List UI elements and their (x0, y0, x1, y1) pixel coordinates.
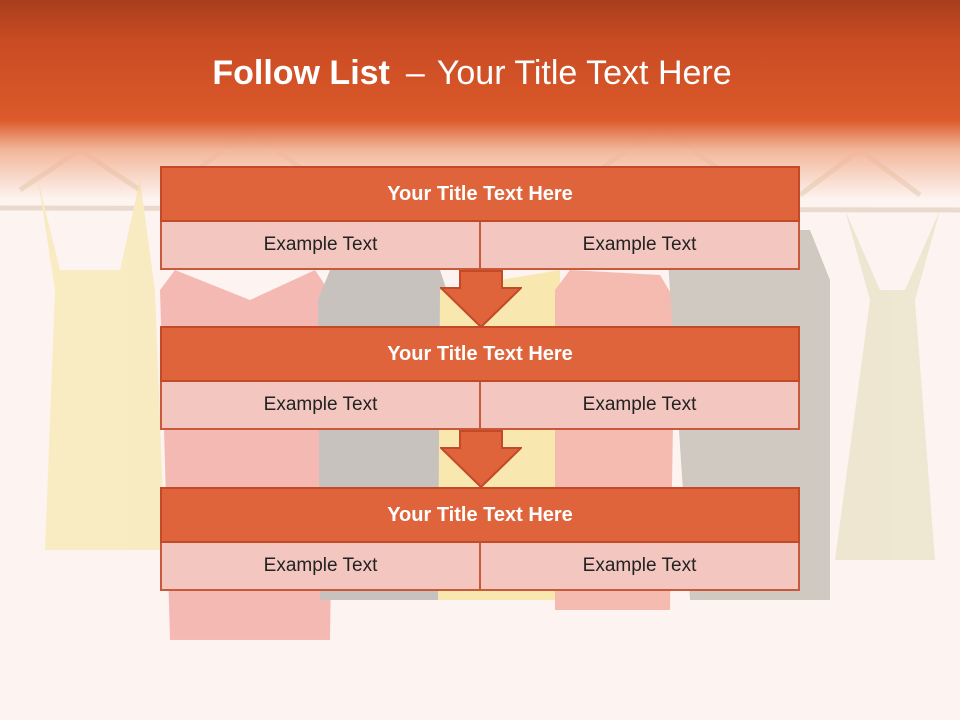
list-item-left-text: Example Text (160, 543, 481, 591)
list-item: Your Title Text Here Example Text Exampl… (160, 487, 800, 591)
list-item-left-text: Example Text (160, 222, 481, 270)
list-item-right-text: Example Text (481, 382, 800, 430)
list-item-right-text: Example Text (481, 543, 800, 591)
slide-title: Follow List–Your Title Text Here (0, 54, 944, 93)
down-arrow-icon (440, 270, 522, 328)
list-item-title: Your Title Text Here (160, 487, 800, 543)
title-separator: – (405, 54, 425, 92)
title-rest: Your Title Text Here (436, 54, 732, 92)
list-item-title: Your Title Text Here (160, 326, 800, 382)
list-item-row: Example Text Example Text (160, 543, 800, 591)
list-item-title: Your Title Text Here (160, 166, 800, 222)
list-item-row: Example Text Example Text (160, 382, 800, 430)
list-item-left-text: Example Text (160, 382, 481, 430)
list-item-row: Example Text Example Text (160, 222, 800, 270)
list-item: Your Title Text Here Example Text Exampl… (160, 326, 800, 430)
down-arrow-icon (440, 430, 522, 488)
list-item: Your Title Text Here Example Text Exampl… (160, 166, 800, 270)
list-item-right-text: Example Text (481, 222, 800, 270)
title-bold: Follow List (212, 54, 390, 92)
